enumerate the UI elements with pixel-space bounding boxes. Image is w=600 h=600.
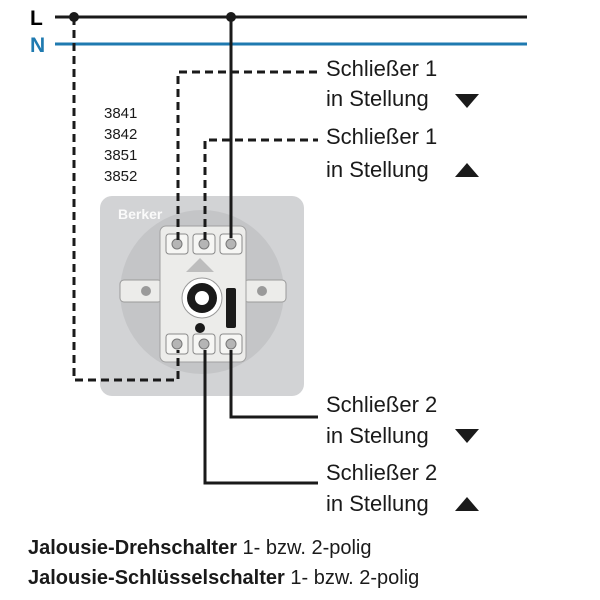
- terminal-block-bottom: [165, 333, 243, 355]
- terminal-block-top: [165, 233, 243, 255]
- up-triangle-icon: [455, 163, 479, 177]
- wire-output-2-up: [203, 350, 318, 485]
- article-number: 3842: [104, 126, 137, 143]
- wire-output-2-down: [229, 350, 318, 419]
- output-1-down-label: Schließer 1 in Stellung: [326, 56, 479, 111]
- wires: [72, 17, 318, 485]
- output-2-up-label: Schließer 2 in Stellung: [326, 460, 479, 516]
- article-number-list: 3841 3842 3851 3852: [104, 105, 137, 185]
- brand-logo: Berker: [118, 206, 163, 222]
- output-position: in Stellung: [326, 86, 429, 111]
- caption-rotary-switch: Jalousie-Drehschalter 1- bzw. 2-polig: [28, 537, 372, 560]
- direction-up-mark: [186, 258, 214, 272]
- output-title: Schließer 1: [326, 56, 437, 81]
- output-title: Schließer 2: [326, 460, 437, 485]
- rail-label-l: L: [30, 7, 43, 30]
- caption-key-switch: Jalousie-Schlüsselschalter 1- bzw. 2-pol…: [28, 567, 419, 590]
- switch-device: Berker: [100, 196, 304, 396]
- article-number: 3851: [104, 147, 137, 164]
- output-title: Schließer 1: [326, 124, 437, 149]
- position-dot: [195, 323, 205, 333]
- caption-detail: 1- bzw. 2-polig: [236, 537, 372, 559]
- output-position: in Stellung: [326, 491, 429, 516]
- down-triangle-icon: [455, 94, 479, 108]
- down-triangle-icon: [455, 429, 479, 443]
- output-2-down-label: Schließer 2 in Stellung: [326, 392, 479, 448]
- caption-title: Jalousie-Drehschalter: [28, 537, 237, 559]
- caption-detail: 1- bzw. 2-polig: [284, 567, 420, 589]
- wire-output-1-up: [203, 138, 318, 240]
- output-title: Schließer 2: [326, 392, 437, 417]
- wire-output-1-down: [176, 70, 318, 240]
- rail-label-n: N: [30, 34, 45, 57]
- screw-right: [257, 286, 267, 296]
- output-position: in Stellung: [326, 423, 429, 448]
- up-triangle-icon: [455, 497, 479, 511]
- wire-dashed-bridge: [72, 17, 180, 382]
- article-number: 3841: [104, 105, 137, 122]
- output-1-up-label: Schließer 1 in Stellung: [326, 124, 479, 182]
- caption-title: Jalousie-Schlüsselschalter: [28, 567, 285, 589]
- article-number: 3852: [104, 168, 137, 185]
- key-slot-icon: [226, 288, 236, 328]
- knob-center: [195, 291, 209, 305]
- output-position: in Stellung: [326, 157, 429, 182]
- wiring-diagram: L N Berker: [30, 7, 527, 516]
- screw-left: [141, 286, 151, 296]
